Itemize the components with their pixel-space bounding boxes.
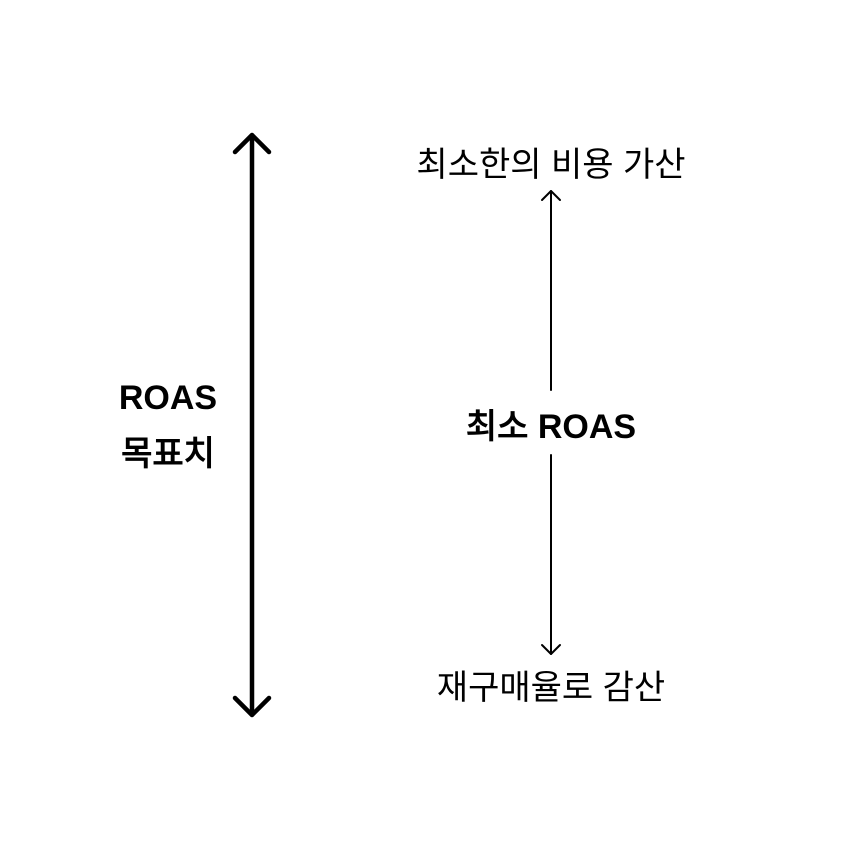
target-roas-label: ROAS 목표치: [119, 370, 217, 482]
min-cost-add-label: 최소한의 비용 가산: [416, 146, 686, 184]
down-arrow: [541, 454, 561, 655]
target-roas-double-arrow: [232, 132, 272, 718]
min-roas-label: 최소 ROAS: [465, 408, 637, 446]
repurchase-deduct-label: 재구매율로 감산: [436, 669, 666, 707]
up-arrow: [541, 190, 561, 391]
target-roas-label-line1: ROAS: [118, 379, 218, 417]
target-roas-label-line2: 목표치: [121, 435, 215, 473]
